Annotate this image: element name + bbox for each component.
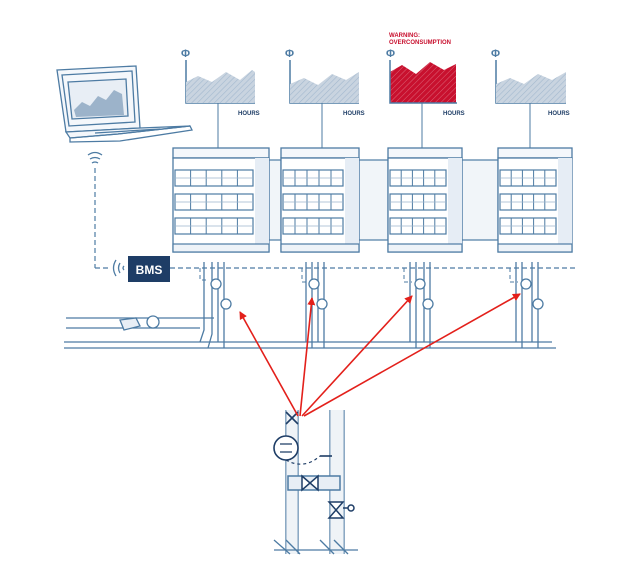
chart-y-axis-label: Φ: [386, 48, 395, 60]
building-connector: [461, 159, 499, 241]
pump-control-link: [285, 455, 321, 465]
loop-pump-icon: [119, 315, 160, 331]
consumption-chart-4: Φ HOURS: [491, 48, 570, 117]
valve-icon: [287, 474, 341, 492]
pump-icon: [273, 435, 299, 461]
chart-y-axis-label: Φ: [181, 48, 190, 60]
bms-label: BMS: [136, 263, 163, 277]
chart-y-axis-label: Φ: [285, 48, 294, 60]
meter-control-links: [199, 268, 518, 283]
arrow-to-building-3: [301, 295, 413, 417]
building-3: [387, 147, 463, 253]
consumption-chart-3-warning: WARNING: OVERCONSUMPTION Φ HOURS: [386, 33, 465, 117]
warning-label: OVERCONSUMPTION: [389, 40, 451, 46]
chart-x-axis-label: HOURS: [548, 111, 570, 117]
building-connector: [268, 159, 282, 241]
building-4: [497, 147, 573, 253]
consumption-chart-2: Φ HOURS: [285, 48, 365, 117]
arrow-to-building-1: [239, 311, 299, 417]
chart-connectors: [217, 103, 531, 148]
chart-x-axis-label: HOURS: [343, 111, 365, 117]
bms-unit: BMS: [112, 256, 170, 282]
chart-x-axis-label: HOURS: [443, 111, 465, 117]
wireless-signal-icon: [87, 151, 103, 164]
arrow-to-building-2: [299, 297, 316, 417]
building-2: [280, 147, 360, 253]
building-1: [172, 147, 270, 253]
laptop-icon: [56, 65, 193, 143]
arrow-to-building-4: [303, 293, 521, 417]
chart-x-axis-label: HOURS: [238, 111, 260, 117]
wireless-signal-icon: [112, 259, 125, 277]
buildings: [172, 147, 573, 253]
warning-label: WARNING:: [389, 33, 420, 39]
chart-y-axis-label: Φ: [491, 48, 500, 60]
building-connector: [358, 159, 389, 241]
monitoring-arrows: [239, 293, 521, 417]
control-valve-icon: [327, 501, 355, 519]
consumption-chart-1: Φ HOURS: [181, 48, 260, 117]
flow-meter-icon: [210, 278, 544, 310]
